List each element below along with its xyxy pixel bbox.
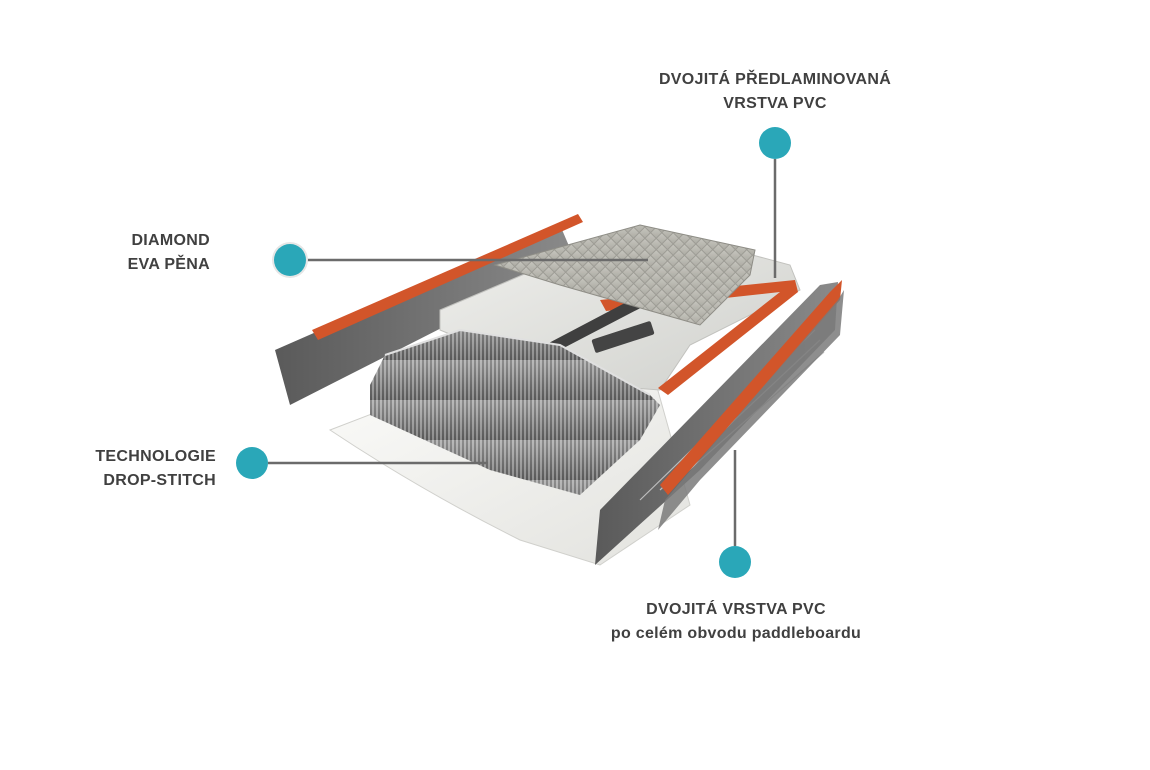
callout-label-pvc-top: DVOJITÁ PŘEDLAMINOVANÁ VRSTVA PVC — [640, 68, 910, 116]
callout-dot-icon — [236, 447, 268, 479]
callout-line: DVOJITÁ VRSTVA PVC — [646, 601, 826, 618]
deck-dark-stripe — [545, 295, 650, 352]
callout-line: VRSTVA PVC — [723, 95, 827, 112]
callout-label-eva: DIAMOND EVA PĚNA — [60, 229, 210, 277]
left-rail-gray — [275, 225, 575, 405]
eva-pad — [493, 224, 756, 326]
callout-line: DROP-STITCH — [103, 472, 216, 489]
callout-line: EVA PĚNA — [127, 256, 210, 273]
dropstitch-top-edge — [384, 328, 651, 396]
callout-line: DIAMOND — [131, 232, 210, 249]
callout-dot-icon — [719, 546, 751, 578]
callout-label-pvc-bottom: DVOJITÁ VRSTVA PVC po celém obvodu paddl… — [570, 598, 902, 646]
callout-dot-icon — [759, 127, 791, 159]
dropstitch-fibers — [370, 330, 660, 495]
callout-dot-icon — [274, 244, 306, 276]
callout-line: po celém obvodu paddleboardu — [610, 625, 862, 642]
right-rail-orange — [660, 280, 842, 495]
right-rail-outer — [658, 290, 844, 530]
callout-line: TECHNOLOGIE — [95, 448, 216, 465]
callout-line: DVOJITÁ PŘEDLAMINOVANÁ — [658, 71, 892, 88]
deck-orange-stripe — [600, 280, 798, 395]
callout-label-dropstitch: TECHNOLOGIE DROP-STITCH — [40, 445, 216, 493]
left-rail-orange — [312, 214, 583, 340]
deck-brand-badge — [591, 321, 655, 353]
